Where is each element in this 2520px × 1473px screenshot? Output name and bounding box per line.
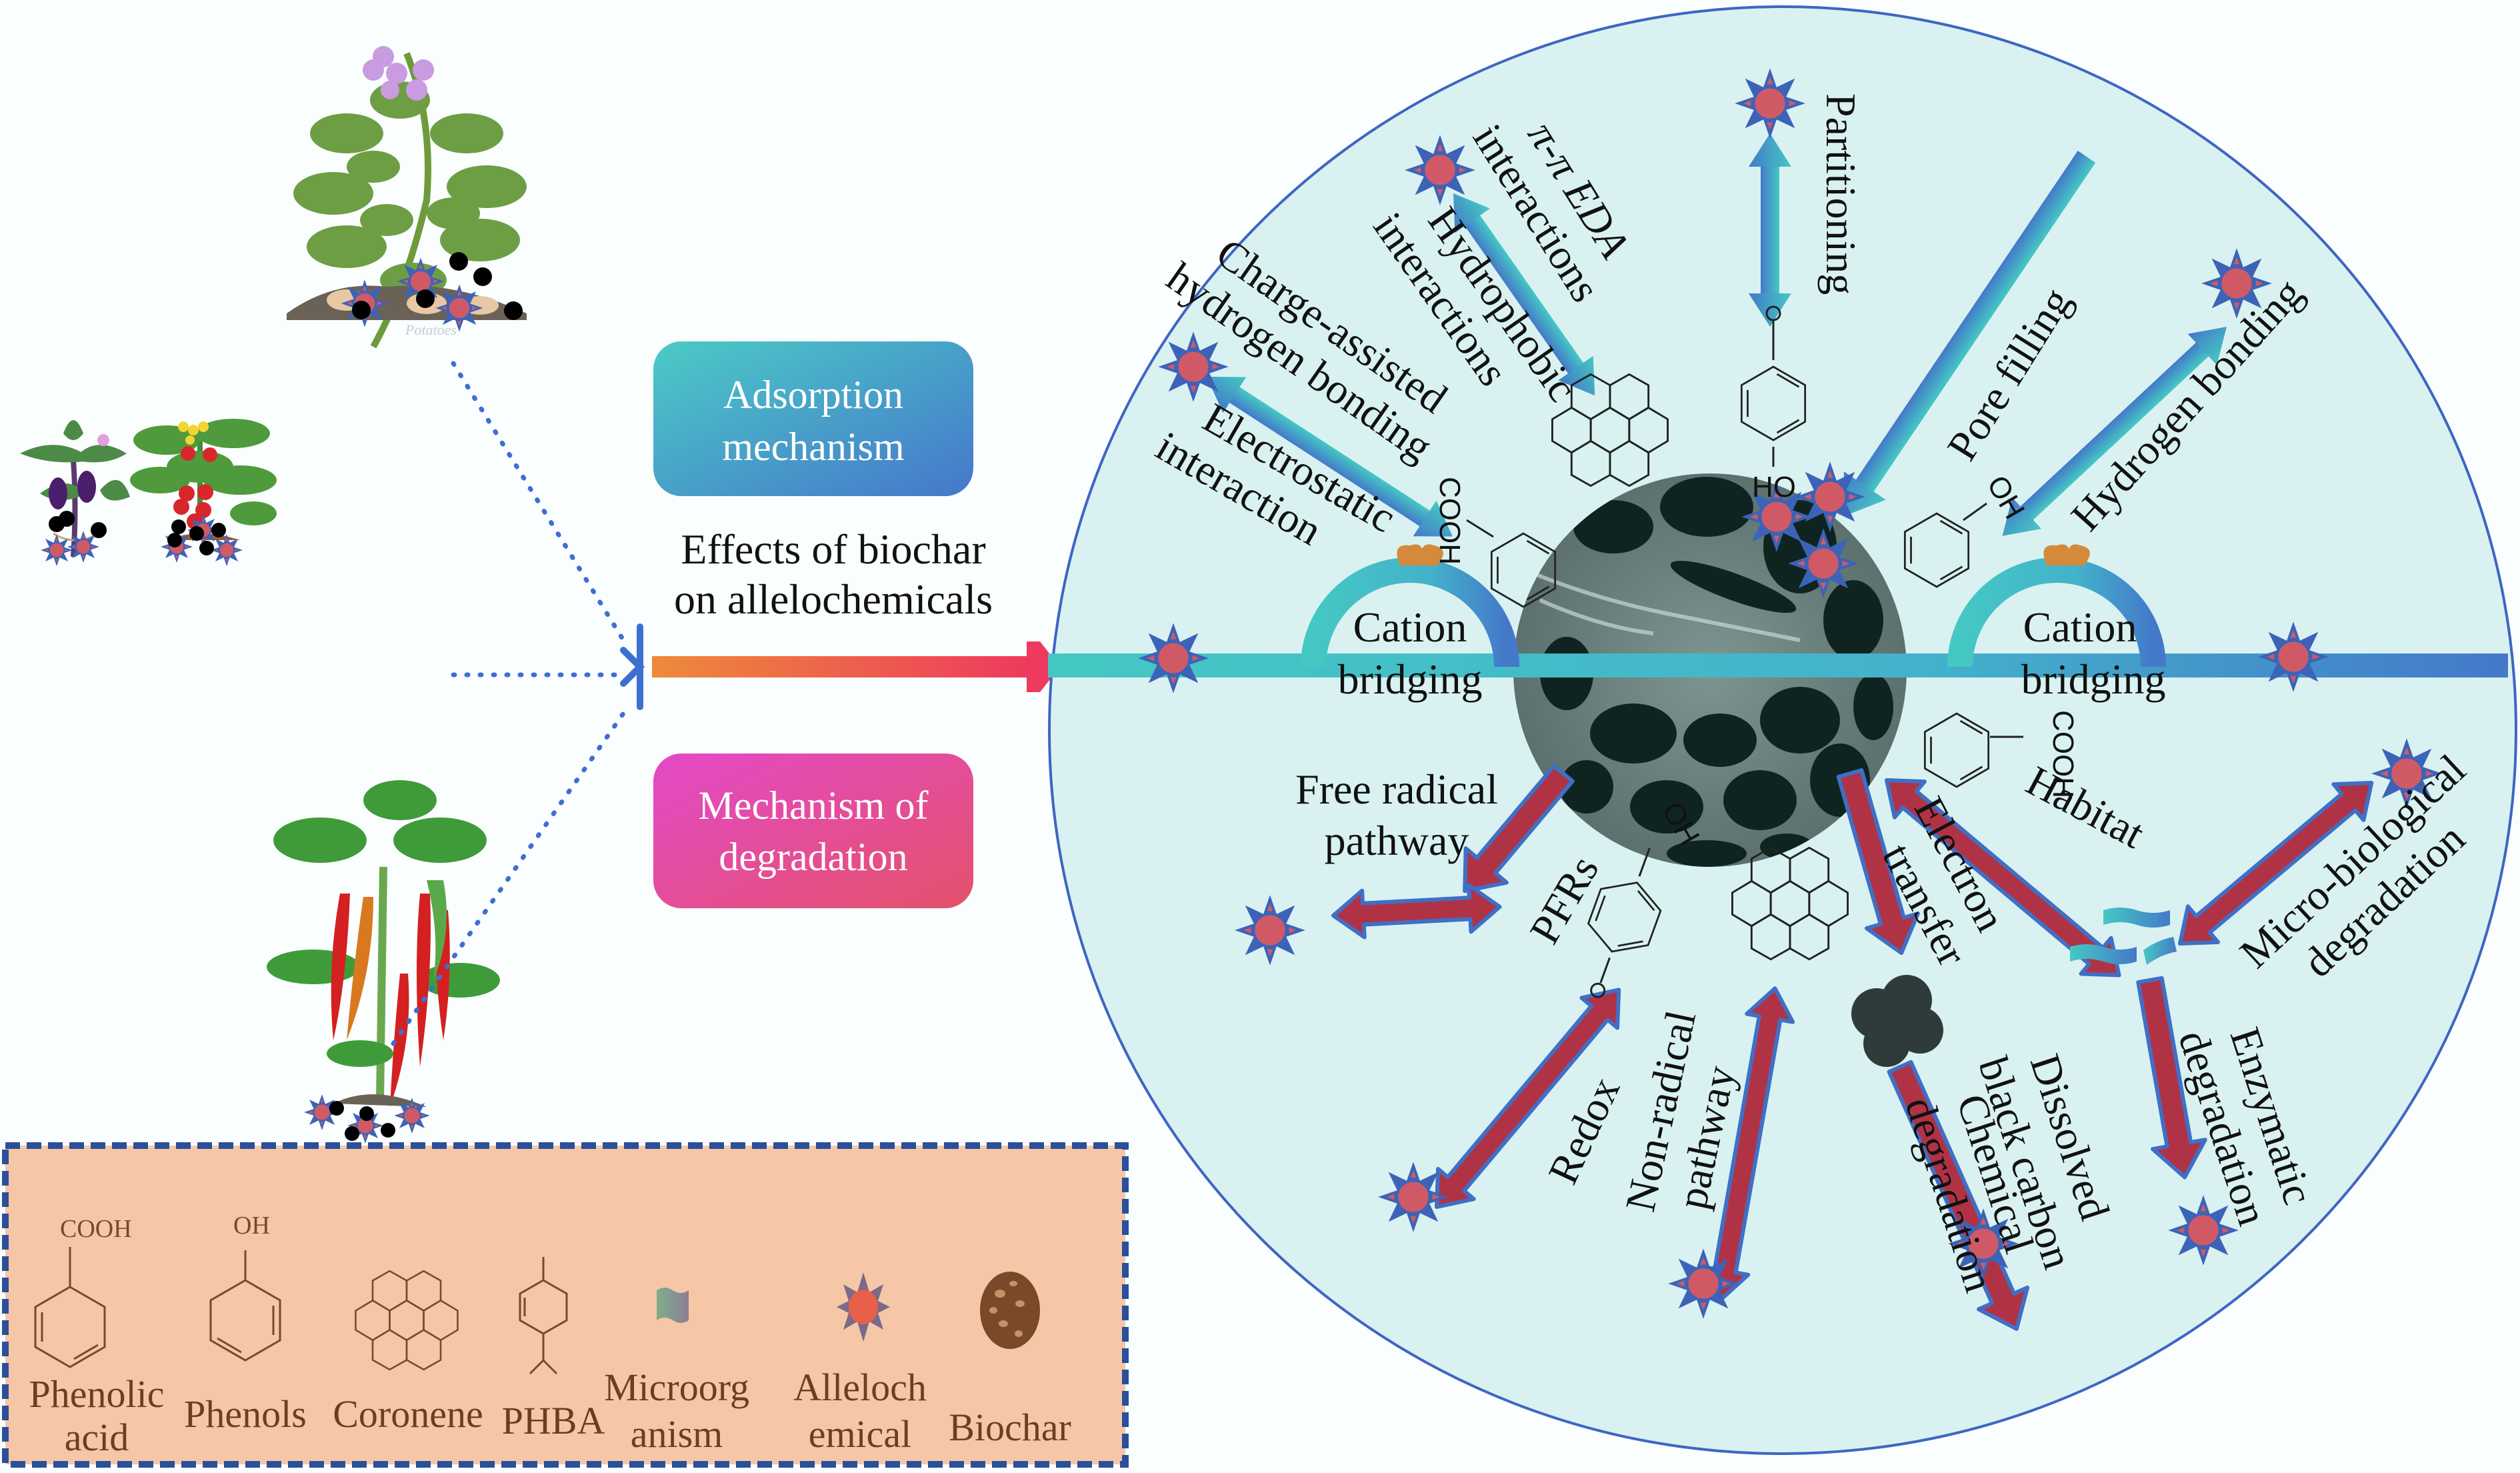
charge-assisted-double-arrow [1207, 377, 1453, 537]
legend-box: COOH Phenolic acid OH Phenols [2, 1142, 1129, 1468]
converge-chevron-icon [620, 623, 645, 710]
svg-text:acid: acid [65, 1416, 129, 1459]
cation-bridging-right-line1: Cation [2023, 603, 2137, 651]
cation-bridging-left-line1: Cation [1353, 603, 1467, 651]
cation-bridging-right: Cation bridging [1947, 544, 2166, 703]
legend-item-phba: PHBA [502, 1257, 605, 1442]
allelochemical-icon [1137, 621, 1210, 695]
partitioning-double-arrow [1749, 133, 1791, 327]
degradation-box-line1: Mechanism of [699, 784, 929, 828]
legend-item-phenolic-acid: COOH Phenolic acid [29, 1215, 165, 1459]
chili-pepper-plant [267, 780, 500, 1144]
pore-filling-arrow [1843, 151, 2096, 516]
cooh-label-lower: COOH [2047, 710, 2079, 798]
main-arrow [652, 641, 1060, 692]
allelochemical-icon [1793, 460, 1867, 533]
dissolved-black-carbon-icon [1851, 975, 1943, 1067]
svg-text:pathway: pathway [1325, 817, 1469, 864]
svg-text:Biochar: Biochar [949, 1406, 1071, 1449]
degradation-arrows [1331, 764, 2374, 1331]
label-free-radical: Free radical pathway [1295, 766, 1498, 864]
adsorption-box-line2: mechanism [722, 425, 904, 469]
svg-text:Coronene: Coronene [333, 1392, 483, 1436]
phenolic-acid-structure-upper: COOH [1433, 477, 1557, 608]
svg-text:PHBA: PHBA [502, 1399, 605, 1442]
biochar-icon [980, 1272, 1040, 1349]
legend-item-allelochemical: Alleloch emical [793, 1272, 927, 1456]
cation-bridging-left: Cation bridging [1301, 544, 1519, 703]
allelochemical-icon [1733, 67, 1807, 140]
allelochemical-icon [1787, 527, 1860, 600]
svg-text:OH: OH [233, 1212, 270, 1240]
label-partitioning: Partitioning [1817, 93, 1865, 295]
title-line2: on allelochemicals [674, 575, 993, 623]
allelochemical-icon [2257, 620, 2330, 693]
pi-pi-double-arrow [1453, 193, 1595, 396]
svg-text:anism: anism [631, 1412, 723, 1456]
ho-label: HO [1752, 471, 1796, 503]
microorganism-icon [657, 1288, 689, 1323]
degradation-box-line2: degradation [719, 835, 907, 879]
potatoes-caption: Potatoes [405, 321, 457, 338]
svg-text:Free radical: Free radical [1295, 766, 1498, 813]
svg-text:Microorg: Microorg [604, 1366, 749, 1409]
tomato-plant [130, 419, 277, 567]
legend-item-phenols: OH Phenols [184, 1212, 307, 1436]
phba-structure-upper: HO [1740, 305, 1807, 503]
eggplant-plant [20, 420, 130, 567]
legend-item-microorganism: Microorg anism [604, 1288, 749, 1456]
svg-text:Phenols: Phenols [184, 1392, 307, 1436]
potato-plant: Potatoes [287, 46, 527, 349]
adsorption-box-line1: Adsorption [723, 373, 903, 417]
hydrogen-bonding-double-arrow [2002, 327, 2227, 536]
allelochemical-icon [1377, 1160, 1450, 1234]
microorganism-icon [2070, 908, 2177, 965]
allelochemical-icon [1233, 894, 1307, 967]
degradation-mechanism-box: Mechanism of degradation [653, 754, 973, 908]
svg-text:emical: emical [809, 1412, 912, 1456]
cooh-label: COOH [1433, 477, 1466, 565]
allelochemical-icon [1667, 1247, 1740, 1320]
connector-lines [391, 361, 626, 1046]
adsorption-arrows [1207, 133, 2227, 537]
phenolic-acid-structure-lower: COOH [1923, 710, 2079, 798]
title-line1: Effects of biochar [681, 525, 985, 573]
cation-bridging-left-line2: bridging [1338, 655, 1483, 703]
svg-text:COOH: COOH [60, 1215, 132, 1243]
svg-text:Phenolic: Phenolic [29, 1372, 165, 1416]
allelochemical-icon [1403, 133, 1477, 207]
allelochemical-icon [837, 1272, 890, 1342]
allelochemical-icon [1157, 330, 1230, 403]
legend-item-coronene: Coronene [333, 1270, 483, 1436]
legend-item-biochar: Biochar [949, 1272, 1071, 1449]
adsorption-mechanism-box: Adsorption mechanism [653, 341, 973, 496]
cation-bridging-right-line2: bridging [2021, 655, 2166, 703]
svg-text:Alleloch: Alleloch [793, 1366, 927, 1409]
phba-structure-lower [1581, 848, 1668, 998]
